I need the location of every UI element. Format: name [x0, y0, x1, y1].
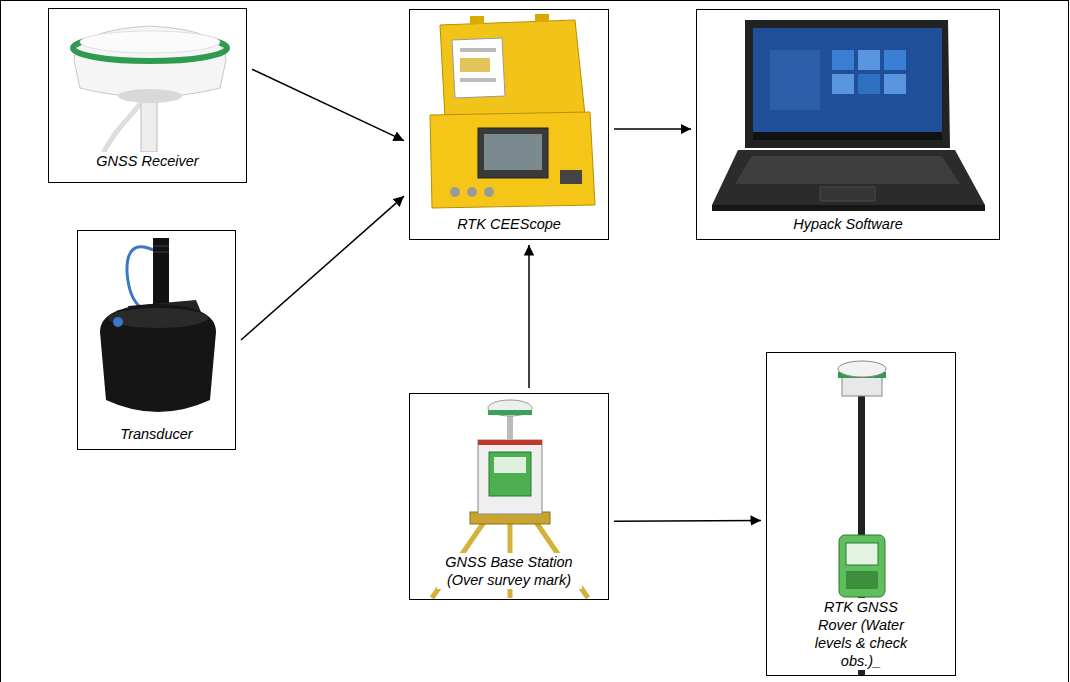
laptop-picture-part	[858, 74, 880, 94]
base-station-picture-part	[488, 410, 532, 415]
transducer-picture-part	[108, 308, 208, 328]
laptop-picture-part	[884, 50, 906, 70]
equipment-box: GNSS Receiver	[48, 8, 247, 183]
signal-arrow	[614, 128, 691, 130]
transducer-picture-part	[153, 246, 169, 247]
ceescope-case-picture	[430, 14, 595, 208]
laptop-picture-part	[735, 156, 960, 184]
ceescope-case-picture-part	[484, 187, 494, 197]
equipment-caption: RTK CEEScope	[454, 215, 564, 233]
laptop-picture-part	[820, 187, 875, 201]
base-station-picture-part	[478, 440, 542, 514]
equipment-box: RTK GNSS Rover (Water levels & check obs…	[766, 352, 956, 676]
ceescope-case-picture-part	[430, 112, 595, 208]
signal-arrow	[241, 196, 404, 340]
ceescope-case-picture-part	[484, 134, 542, 170]
transducer-picture-part	[153, 252, 169, 253]
ceescope-case-picture-part	[560, 170, 582, 184]
base-station-picture-part	[494, 457, 526, 473]
gnss-antenna-picture-part	[80, 31, 220, 53]
transducer-picture-part	[113, 317, 123, 327]
rover-picture-part	[846, 543, 878, 565]
transducer-picture-part	[127, 247, 153, 308]
ceescope-case-picture-part	[450, 187, 460, 197]
equipment-caption: RTK GNSS Rover (Water levels & check obs…	[800, 598, 922, 671]
equipment-caption: Transducer	[117, 425, 195, 443]
laptop-picture-part	[712, 205, 985, 211]
equipment-caption: Hypack Software	[790, 215, 906, 233]
laptop-picture-part	[832, 50, 854, 70]
gnss-antenna-picture-part	[118, 89, 182, 103]
ceescope-case-picture-part	[535, 14, 549, 22]
ceescope-case-picture-part	[467, 187, 477, 197]
rover-picture-part	[838, 361, 886, 377]
ceescope-case-picture-part	[452, 38, 505, 98]
gnss-antenna-picture-part	[74, 26, 226, 97]
equipment-box: Hypack Software	[696, 9, 1000, 240]
equipment-box: RTK CEEScope	[409, 9, 609, 240]
base-station-picture-part	[507, 414, 513, 440]
laptop-picture-part	[858, 50, 880, 70]
base-station-picture-part	[489, 452, 531, 496]
base-station-picture-part	[478, 440, 542, 445]
gnss-antenna-picture-part	[141, 100, 157, 152]
ceescope-case-picture-part	[470, 16, 484, 24]
rover-picture-part	[839, 535, 885, 597]
signal-arrow	[252, 69, 404, 140]
laptop-picture-part	[884, 74, 906, 94]
gnss-antenna-picture	[73, 26, 227, 160]
ceescope-case-picture-part	[460, 78, 496, 82]
laptop-picture	[712, 20, 985, 211]
transducer-picture-part	[153, 238, 169, 313]
ceescope-case-picture-part	[478, 128, 548, 178]
rover-picture-part	[846, 571, 878, 589]
laptop-picture-part	[770, 50, 820, 110]
ceescope-case-picture-part	[460, 58, 490, 72]
ceescope-case-picture-part	[460, 48, 496, 52]
laptop-picture-part	[712, 150, 985, 205]
equipment-box: GNSS Base Station (Over survey mark)	[409, 393, 609, 600]
transducer-picture-part	[100, 304, 216, 412]
laptop-picture-part	[745, 20, 950, 148]
equipment-box: Transducer	[77, 230, 236, 450]
laptop-picture-part	[753, 132, 942, 140]
rover-picture-part	[842, 376, 882, 396]
signal-arrow	[614, 520, 761, 522]
transducer-picture	[100, 238, 216, 412]
laptop-picture-part	[832, 74, 854, 94]
equipment-caption: GNSS Base Station (Over survey mark)	[437, 553, 582, 589]
laptop-picture-part	[753, 28, 942, 140]
base-station-picture-part	[488, 400, 532, 416]
base-station-picture	[432, 400, 588, 598]
signal-arrow	[528, 245, 530, 388]
equipment-caption: GNSS Receiver	[93, 152, 201, 170]
ceescope-case-picture-part	[440, 20, 585, 118]
